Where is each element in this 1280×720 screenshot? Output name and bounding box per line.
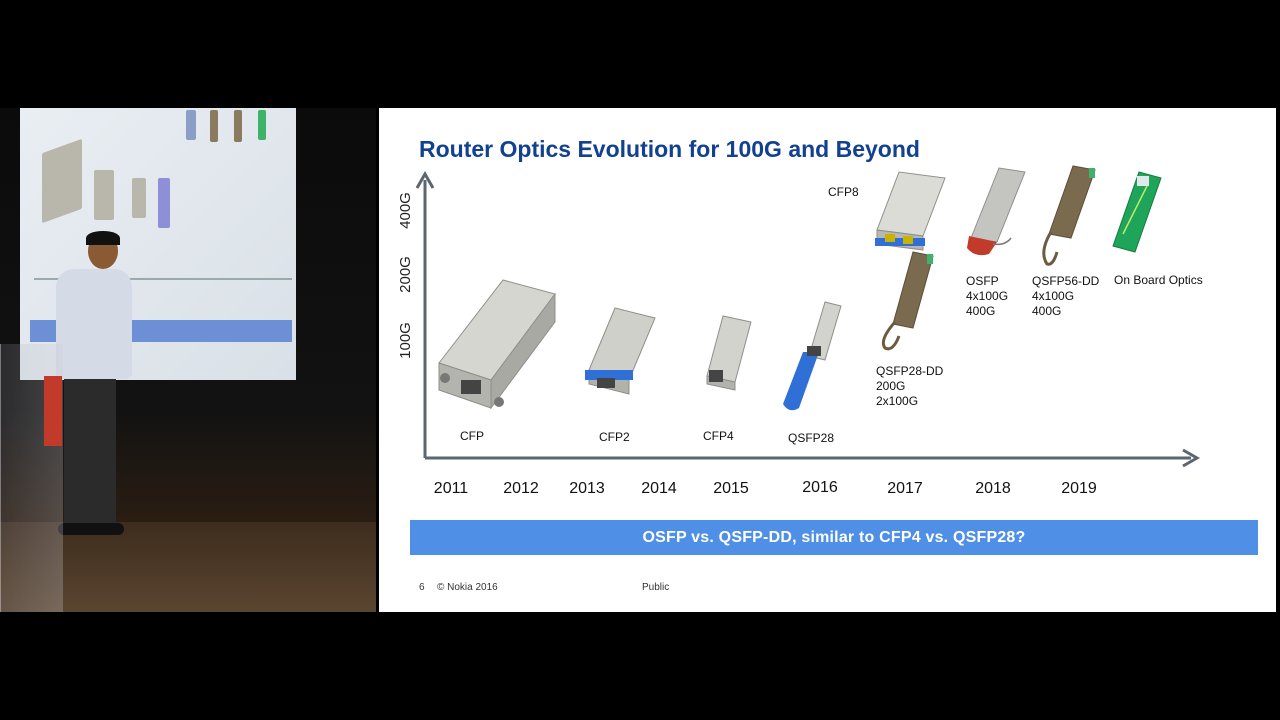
screen-module [158, 178, 170, 228]
y-label-100g: 100G [396, 322, 414, 359]
label-qsfp28: QSFP28 [788, 431, 835, 445]
year-2018: 2018 [975, 480, 1011, 497]
cfp-module-image [438, 279, 556, 410]
screen-module [132, 178, 146, 218]
year-2016: 2016 [802, 479, 838, 496]
y-label-400g: 400G [396, 192, 414, 229]
slide-title: Router Optics Evolution for 100G and Bey… [419, 136, 920, 162]
year-2013: 2013 [569, 480, 605, 497]
speaker-legs [64, 375, 116, 525]
label-qsfp56dd-speed: 400G [1032, 304, 1062, 318]
label-cfp8: CFP8 [828, 185, 859, 199]
year-2015: 2015 [713, 480, 749, 497]
y-label-200g: 200G [396, 256, 414, 293]
y-axis-arrow [415, 170, 435, 189]
evolution-diagram [415, 165, 1201, 468]
screen-module [186, 110, 196, 140]
x-axis-arrow [1182, 448, 1201, 468]
presentation-slide: Router Optics Evolution for 100G and Bey… [379, 108, 1276, 612]
year-2014: 2014 [641, 480, 677, 497]
label-osfp-name: OSFP [966, 274, 999, 288]
label-cfp4: CFP4 [703, 429, 734, 443]
label-qsfp56dd-lanes: 4x100G [1032, 289, 1075, 303]
label-qsfp28dd-lanes: 2x100G [876, 394, 919, 408]
screen-axis [34, 278, 292, 280]
screen-module [234, 110, 242, 142]
qsfp28-module-image [783, 301, 842, 411]
footer-copyright: © Nokia 2016 [437, 582, 498, 593]
speaker-shoes [58, 523, 124, 535]
podium-logo [44, 376, 62, 446]
axes [415, 170, 1201, 468]
label-osfp-lanes: 4x100G [966, 289, 1009, 303]
screen-module [94, 170, 114, 220]
stage-video [0, 108, 376, 612]
label-osfp: OSFP 4x100G 400G [966, 274, 1008, 319]
footer-page-number: 6 [419, 582, 425, 593]
year-2011: 2011 [433, 480, 469, 497]
speaker [46, 231, 136, 563]
year-2017: 2017 [887, 480, 923, 497]
qsfp56dd-module-image [1042, 165, 1096, 266]
label-qsfp56dd-name: QSFP56-DD [1032, 274, 1100, 288]
label-osfp-speed: 400G [966, 304, 996, 318]
screen-module [42, 138, 82, 224]
footer-classification: Public [642, 582, 670, 593]
stage-floor [0, 522, 376, 612]
screen-module [258, 110, 266, 140]
label-qsfp28dd: QSFP28-DD 200G 2x100G [876, 364, 943, 409]
year-2019: 2019 [1061, 480, 1097, 497]
cfp8-module-image [875, 171, 946, 251]
label-cfp2: CFP2 [599, 430, 630, 444]
cfp4-module-image [706, 315, 752, 391]
screen-module [210, 110, 218, 142]
year-2012: 2012 [503, 480, 539, 497]
comparison-banner: OSFP vs. QSFP-DD, similar to CFP4 vs. QS… [410, 520, 1258, 555]
label-onboard-optics: On Board Optics [1114, 273, 1203, 287]
osfp-module-image [967, 167, 1026, 256]
speaker-torso [56, 269, 132, 379]
label-qsfp28dd-speed: 200G [876, 379, 906, 393]
onboard-optics-image [1112, 171, 1162, 253]
label-qsfp28dd-name: QSFP28-DD [876, 364, 944, 378]
label-qsfp56dd: QSFP56-DD 4x100G 400G [1032, 274, 1099, 319]
label-cfp: CFP [460, 429, 484, 443]
qsfp28dd-module-image [881, 251, 934, 351]
speaker-hair [86, 231, 120, 245]
cfp2-module-image [585, 307, 656, 395]
